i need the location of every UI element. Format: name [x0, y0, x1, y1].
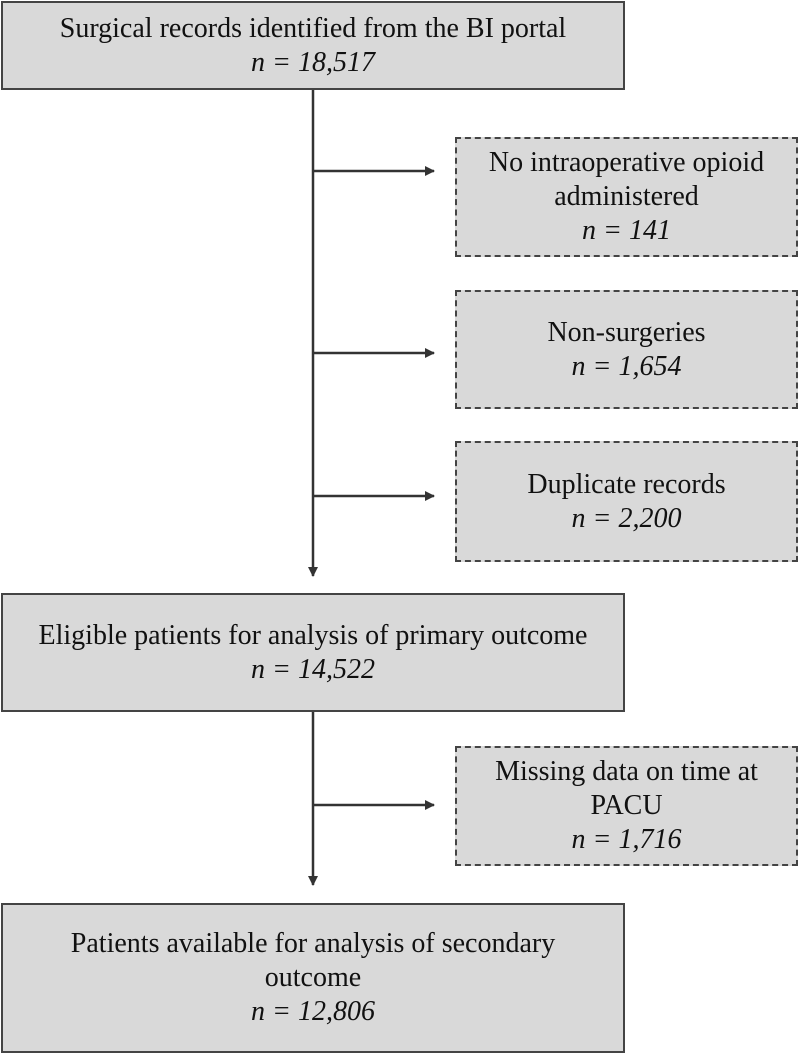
main-box-identified-count: n = 18,517 [251, 46, 375, 78]
main-box-eligible-text: Eligible patients for analysis of primar… [38, 619, 588, 651]
exclusion-box-non-surgeries-count: n = 1,654 [571, 350, 682, 382]
main-box-identified: Surgical records identified from the BI … [1, 1, 625, 90]
exclusion-box-missing-pacu-count: n = 1,716 [571, 824, 682, 855]
exclusion-box-duplicates-text: Duplicate records [527, 468, 726, 500]
exclusion-box-missing-pacu: Missing data on time at PACU n = 1,716 [455, 746, 798, 866]
main-box-secondary-count: n = 12,806 [251, 996, 375, 1027]
exclusion-box-missing-pacu-text: Missing data on time at PACU [495, 756, 758, 821]
exclusion-box-non-surgeries-text: Non-surgeries [547, 316, 706, 348]
main-box-eligible: Eligible patients for analysis of primar… [1, 593, 625, 712]
exclusion-box-duplicates-count: n = 2,200 [571, 502, 682, 534]
exclusion-box-no-opioid-text: No intraoperative opioid administered [488, 147, 765, 212]
exclusion-box-no-opioid-count: n = 141 [582, 215, 671, 246]
main-box-secondary: Patients available for analysis of secon… [1, 903, 625, 1053]
exclusion-box-non-surgeries: Non-surgeries n = 1,654 [455, 290, 798, 409]
exclusion-box-no-opioid: No intraoperative opioid administered n … [455, 137, 798, 257]
main-box-secondary-text: Patients available for analysis of secon… [70, 928, 556, 993]
main-box-eligible-count: n = 14,522 [251, 653, 375, 685]
exclusion-box-duplicates: Duplicate records n = 2,200 [455, 441, 798, 562]
main-box-identified-text: Surgical records identified from the BI … [59, 12, 567, 44]
